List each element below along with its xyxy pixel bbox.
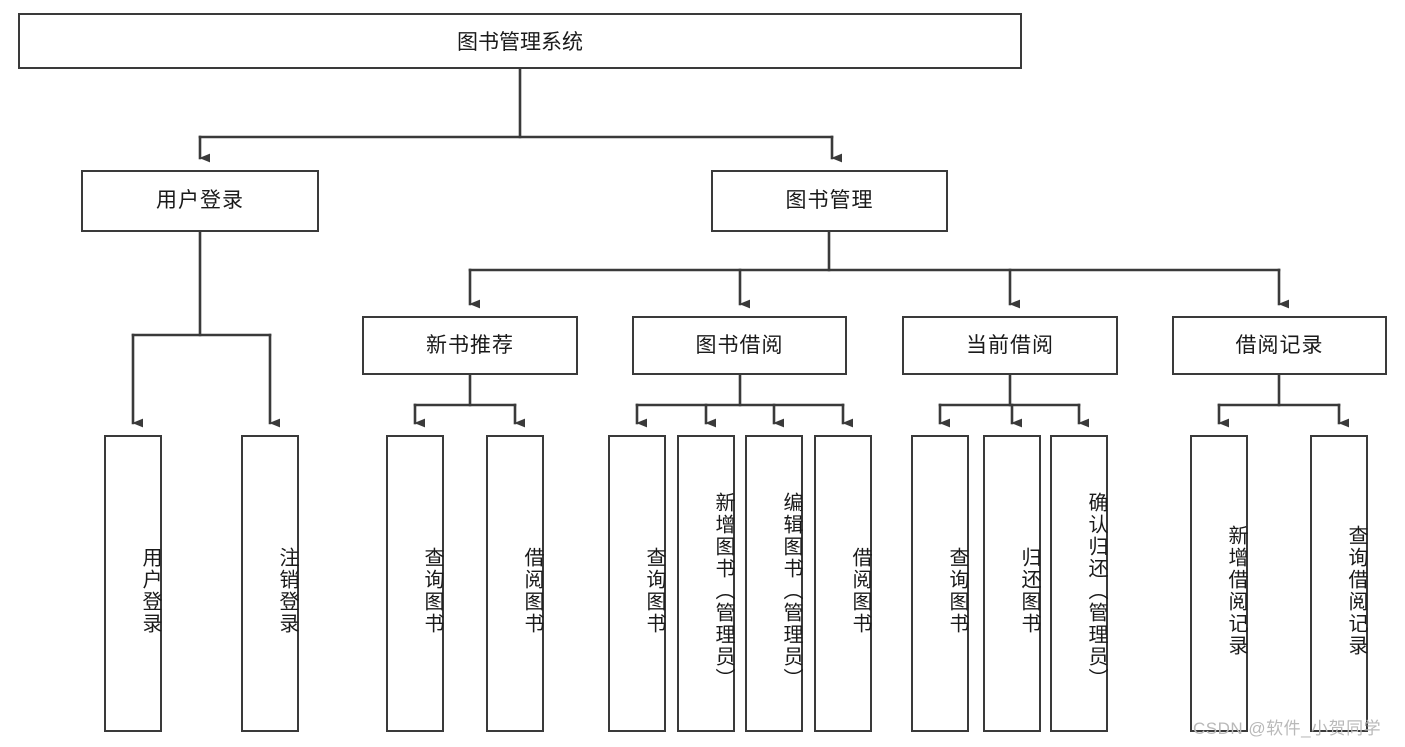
node-leaf-edit-book[interactable]: 编辑图书（管理员） [745,435,803,732]
node-label: 新增图书（管理员） [712,491,734,690]
node-leaf-query-book-2[interactable]: 查询图书 [608,435,666,732]
watermark-credit: CSDN @软件_小贺同学 [1193,719,1382,738]
node-label: 当前借阅 [966,333,1054,357]
node-leaf-add-book[interactable]: 新增图书（管理员） [677,435,735,732]
node-label: 图书管理 [785,189,874,213]
node-user-login[interactable]: 用户登录 [81,170,319,232]
node-current-borrow[interactable]: 当前借阅 [902,316,1118,375]
node-label: 归还图书 [1018,546,1040,635]
node-label: 确认归还（管理员） [1085,491,1107,690]
node-label: 借阅图书 [849,546,871,635]
node-leaf-logout[interactable]: 注销登录 [241,435,299,732]
node-label: 新增借阅记录 [1225,524,1247,657]
node-label: 用户登录 [156,189,244,213]
node-label: 用户登录 [139,546,161,635]
node-leaf-query-book-3[interactable]: 查询图书 [911,435,969,732]
node-label: 新书推荐 [426,333,514,357]
node-label: 注销登录 [276,546,298,635]
node-borrow-record[interactable]: 借阅记录 [1172,316,1387,375]
node-label: 借阅记录 [1235,333,1324,357]
node-leaf-borrow-book-2[interactable]: 借阅图书 [814,435,872,732]
node-root-system[interactable]: 图书管理系统 [18,13,1022,69]
node-label: 借阅图书 [521,546,543,635]
node-label: 查询图书 [643,546,665,635]
node-leaf-query-record[interactable]: 查询借阅记录 [1310,435,1368,732]
node-leaf-borrow-book-1[interactable]: 借阅图书 [486,435,544,732]
node-leaf-user-login[interactable]: 用户登录 [104,435,162,732]
node-leaf-query-book-1[interactable]: 查询图书 [386,435,444,732]
node-leaf-confirm-return[interactable]: 确认归还（管理员） [1050,435,1108,732]
node-new-book-recommend[interactable]: 新书推荐 [362,316,578,375]
node-label: 查询图书 [946,546,968,635]
node-book-borrow[interactable]: 图书借阅 [632,316,847,375]
node-label: 查询借阅记录 [1345,524,1367,657]
node-leaf-add-record[interactable]: 新增借阅记录 [1190,435,1248,732]
node-book-manage[interactable]: 图书管理 [711,170,948,232]
node-label: 图书借阅 [695,333,784,357]
node-label: 编辑图书（管理员） [780,491,802,690]
node-label: 查询图书 [421,546,443,635]
node-label: 图书管理系统 [457,31,583,54]
node-leaf-return-book[interactable]: 归还图书 [983,435,1041,732]
